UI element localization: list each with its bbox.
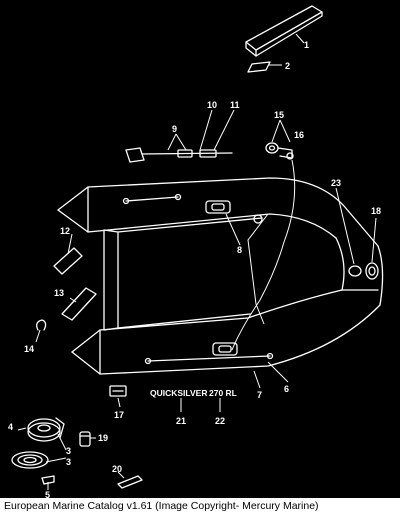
callout-21: 21	[176, 416, 186, 426]
callout-1: 1	[304, 40, 309, 50]
upper-handle-8	[205, 200, 231, 214]
part-14-clip	[36, 319, 47, 331]
part-4-pump	[11, 417, 65, 485]
strap-end	[266, 352, 274, 360]
strap-end	[122, 197, 130, 205]
leader-lines	[17, 33, 377, 490]
strap-end	[144, 357, 152, 365]
callout-4: 4	[8, 422, 13, 432]
stern-inner	[335, 237, 345, 291]
image-caption: European Marine Catalog v1.61 (Image Cop…	[0, 498, 400, 514]
callout-16: 16	[294, 130, 304, 140]
floor-edges	[117, 217, 263, 329]
callout-23: 23	[331, 178, 341, 188]
stern-tube	[377, 245, 384, 306]
lower-tube	[71, 304, 381, 375]
upper-strap	[125, 196, 179, 202]
callout-18: 18	[371, 206, 381, 216]
callout-5: 5	[45, 490, 50, 498]
callout-12: 12	[60, 226, 70, 236]
handle-grip	[218, 345, 232, 353]
boat-hull	[57, 177, 384, 375]
lower-handle	[212, 342, 238, 356]
part-1-seat	[245, 5, 323, 57]
callout-6: 6	[284, 384, 289, 394]
upper-tube-inner	[57, 209, 337, 239]
callout-22: 22	[215, 416, 225, 426]
strap-end	[174, 193, 182, 201]
callout-3: 3	[66, 457, 71, 467]
valve-18	[365, 262, 379, 280]
callout-15: 15	[274, 110, 284, 120]
transom	[103, 229, 119, 331]
callout-11: 11	[230, 100, 240, 110]
callout-13: 13	[54, 288, 64, 298]
part-20-strip	[117, 475, 143, 489]
valve-center	[368, 266, 376, 276]
d-ring	[253, 214, 263, 224]
part-19-cylinder	[79, 431, 91, 447]
part-13-sheet	[61, 287, 97, 321]
lower-strap	[147, 355, 271, 362]
callout-numbers: 1 2 3 3 4 5 6 7 8 9 10 11 12 13 14 15 16…	[8, 40, 381, 498]
part-12-patch	[53, 247, 83, 275]
part-15-oarlock	[265, 142, 294, 160]
model-text: 270 RL	[209, 388, 237, 398]
handle-grip	[211, 203, 225, 211]
callout-20: 20	[112, 464, 122, 474]
part-9-oar	[125, 147, 233, 163]
diagram-canvas: QUICKSILVER 270 RL 1 2 3 3 4 5 6 7 8 9 1…	[8, 5, 384, 498]
callout-8: 8	[237, 245, 242, 255]
callout-2: 2	[285, 61, 290, 71]
callout-7: 7	[257, 390, 262, 400]
valve-23	[348, 265, 362, 277]
part-17-badge	[109, 385, 127, 397]
callout-10: 10	[207, 100, 217, 110]
parts-diagram: QUICKSILVER 270 RL 1 2 3 3 4 5 6 7 8 9 1…	[8, 5, 384, 498]
part-2-pad	[247, 61, 271, 73]
brand-text: QUICKSILVER	[150, 388, 207, 398]
callout-17: 17	[114, 410, 124, 420]
callout-9: 9	[172, 124, 177, 134]
callout-14: 14	[24, 344, 34, 354]
callout-3b: 3	[66, 446, 71, 456]
upper-tube	[57, 177, 379, 247]
callout-19: 19	[98, 433, 108, 443]
